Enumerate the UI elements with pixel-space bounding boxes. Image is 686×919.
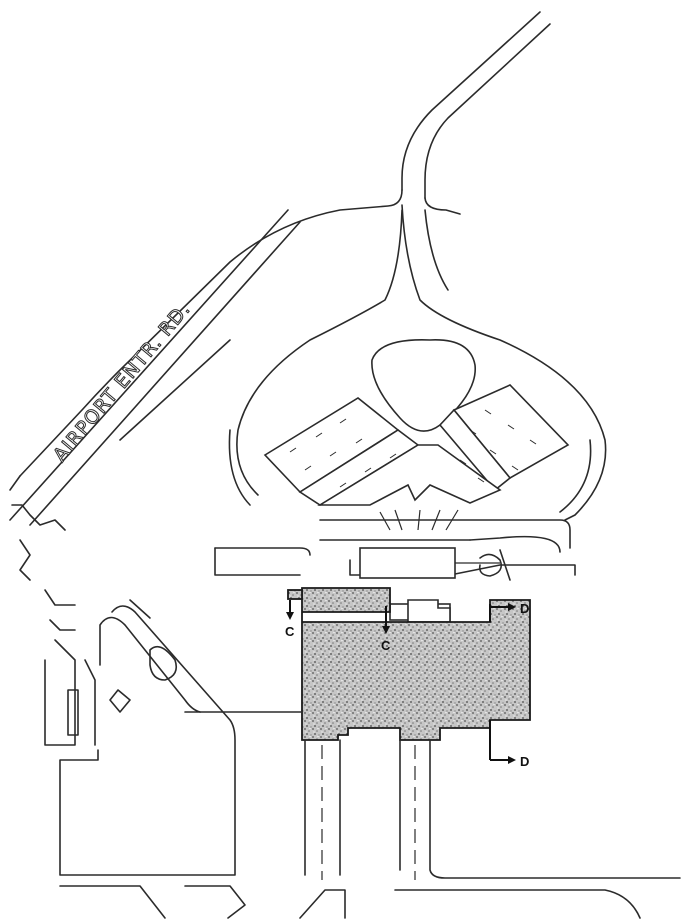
section-d-top-label: D (520, 601, 529, 616)
gate-marks (289, 409, 537, 488)
section-c-left (286, 600, 294, 620)
section-c-left-label: C (285, 624, 295, 639)
small-buildings (389, 599, 451, 623)
terminal-loop-road (19, 189, 607, 521)
taxiway-right (399, 739, 681, 880)
parking-structure (359, 547, 456, 579)
section-d-bottom (489, 720, 516, 764)
section-c-right (382, 606, 390, 634)
access-road (401, 11, 551, 199)
concourse-center (317, 444, 502, 506)
terminal-annex (287, 589, 303, 600)
concourse-right (438, 384, 570, 492)
section-d-top (489, 603, 516, 622)
runway-edge (59, 885, 641, 919)
section-c-right-label: C (381, 638, 391, 653)
section-d-bottom-label: D (520, 754, 529, 769)
frontage (214, 519, 576, 581)
road-label: AIRPORT ENTR. RD. (49, 298, 195, 466)
central-island (371, 339, 476, 432)
west-service-roads (9, 475, 236, 876)
taxiway-left (304, 739, 341, 880)
airport-entrance-road (9, 209, 301, 526)
